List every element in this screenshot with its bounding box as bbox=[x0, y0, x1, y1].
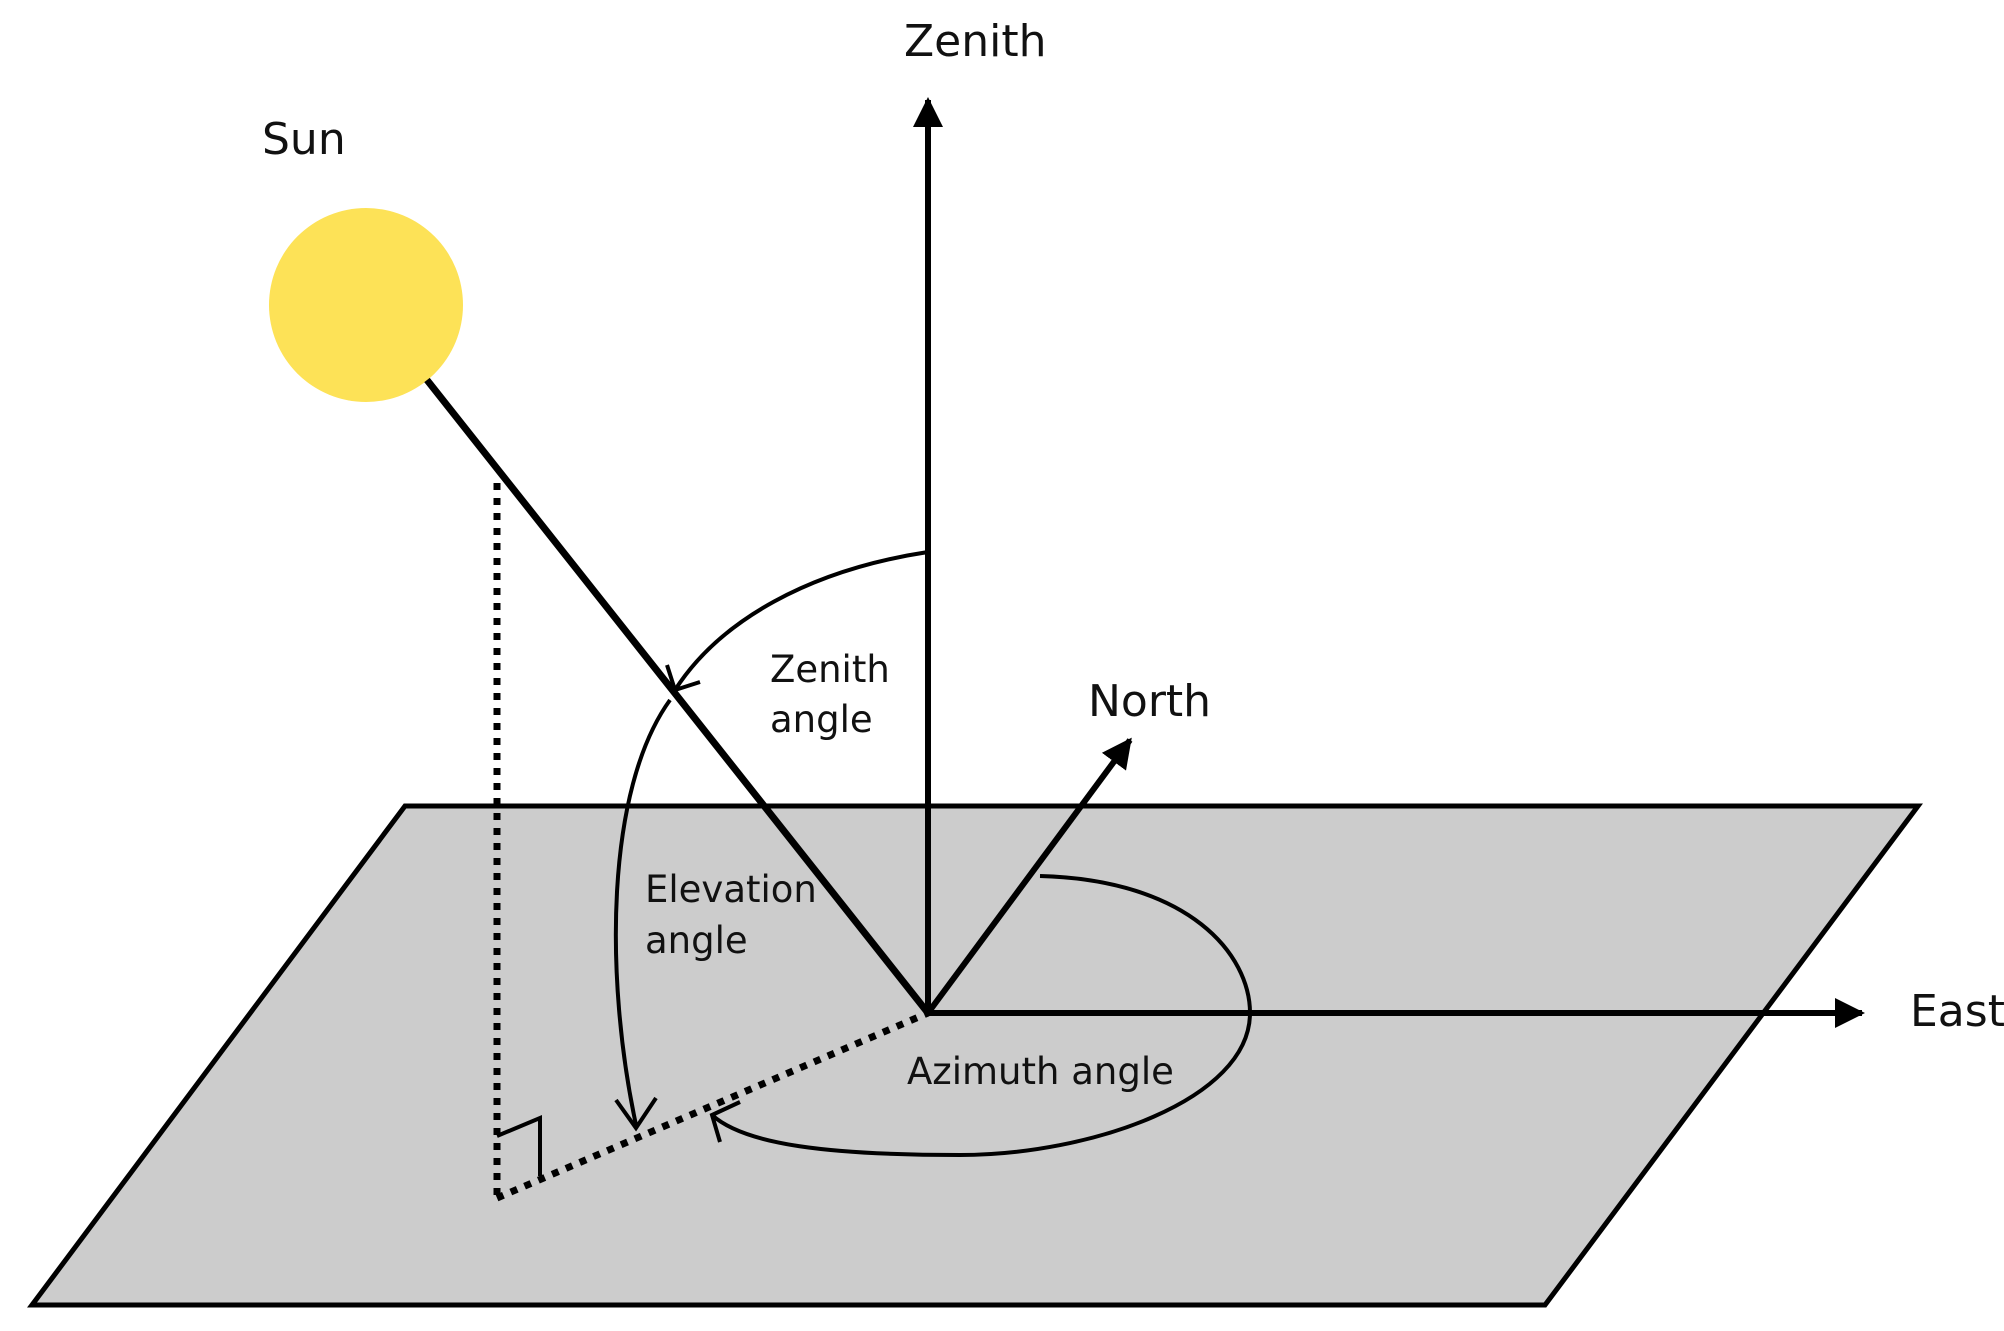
zenith-angle-arc bbox=[673, 550, 929, 692]
zenith-axis-label: Zenith bbox=[904, 16, 1046, 67]
azimuth-angle-arrowhead bbox=[709, 1100, 741, 1143]
elevation-angle-label-line2: angle bbox=[645, 919, 748, 962]
ground-projection-dotted-line bbox=[495, 1009, 930, 1202]
elevation-angle-label-line1: Elevation bbox=[645, 868, 817, 911]
right-angle-marker bbox=[496, 1114, 542, 1176]
sun-label: Sun bbox=[262, 114, 346, 165]
zenith-angle-arrowhead bbox=[665, 664, 701, 693]
east-axis-label: East bbox=[1910, 986, 2004, 1037]
azimuth-angle-arc bbox=[710, 874, 1253, 1158]
elevation-angle-arc bbox=[613, 698, 672, 1126]
azimuth-angle-label: Azimuth angle bbox=[907, 1050, 1174, 1093]
north-axis-label: North bbox=[1088, 676, 1211, 727]
ground-plane bbox=[27, 803, 1923, 1308]
zenith-angle-label-line2: angle bbox=[770, 698, 873, 741]
zenith-angle-label-line1: Zenith bbox=[770, 648, 890, 691]
sun-icon bbox=[269, 208, 463, 402]
sun-ray-line bbox=[424, 377, 931, 1016]
north-axis-arrow bbox=[925, 737, 1133, 1015]
elevation-angle-arrowhead bbox=[614, 1096, 658, 1132]
